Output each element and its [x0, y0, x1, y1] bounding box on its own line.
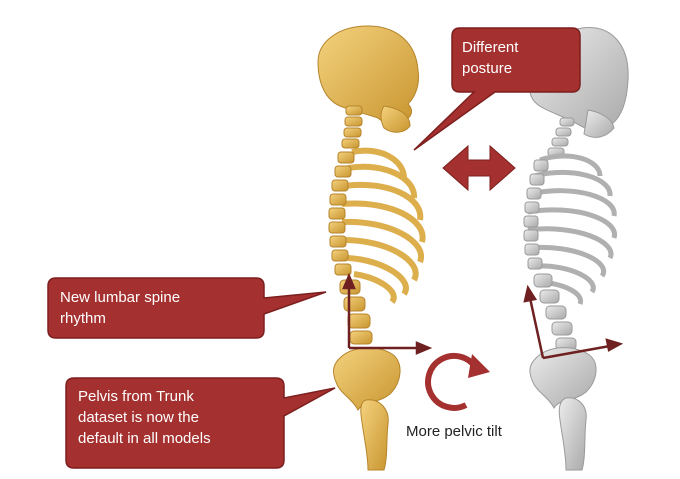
gold-cervical-spine	[341, 105, 363, 149]
gold-skull	[317, 25, 419, 125]
grey-ribcage	[527, 153, 617, 305]
double-headed-arrow-icon	[442, 144, 516, 192]
gold-femur	[360, 399, 389, 471]
pelvis-callout-text: Pelvis from Trunk dataset is now the def…	[78, 386, 211, 449]
lumbar-callout-text: New lumbar spine rhythm	[60, 287, 180, 329]
grey-femur	[558, 397, 587, 471]
lumbar-callout-box	[47, 277, 327, 339]
gold-jaw	[380, 105, 411, 133]
gold-skeleton	[317, 25, 426, 471]
pelvis-callout-line-2: dataset is now the	[78, 409, 199, 426]
grey-skeleton	[523, 27, 629, 471]
gold-thoracic-spine	[328, 151, 355, 276]
grey-lumbar-spine	[533, 273, 577, 351]
grey-cervical-spine	[547, 117, 575, 157]
pelvis-callout-box	[65, 377, 336, 469]
gold-ribcage	[341, 147, 426, 304]
posture-callout-line-2: posture	[462, 60, 513, 77]
lumbar-callout-line-1: New lumbar spine	[60, 289, 181, 306]
grey-jaw	[583, 109, 615, 138]
grey-pelvis-axes	[523, 284, 624, 360]
gold-lumbar-spine	[339, 279, 373, 345]
pelvis-callout-line-3: default in all models	[78, 430, 211, 447]
grey-pelvis	[529, 347, 597, 410]
pelvis-callout-line-1: Pelvis from Trunk	[78, 388, 194, 405]
grey-thoracic-spine	[523, 159, 549, 270]
lumbar-callout-line-2: rhythm	[60, 310, 106, 327]
clockwise-rotation-icon	[425, 352, 490, 411]
pelvic-tilt-label: More pelvic tilt	[406, 423, 502, 440]
posture-callout-box	[413, 27, 581, 151]
posture-callout-line-1: Different	[462, 39, 519, 56]
gold-pelvis-axes	[342, 272, 433, 355]
posture-callout-text: Different posture	[462, 37, 518, 79]
